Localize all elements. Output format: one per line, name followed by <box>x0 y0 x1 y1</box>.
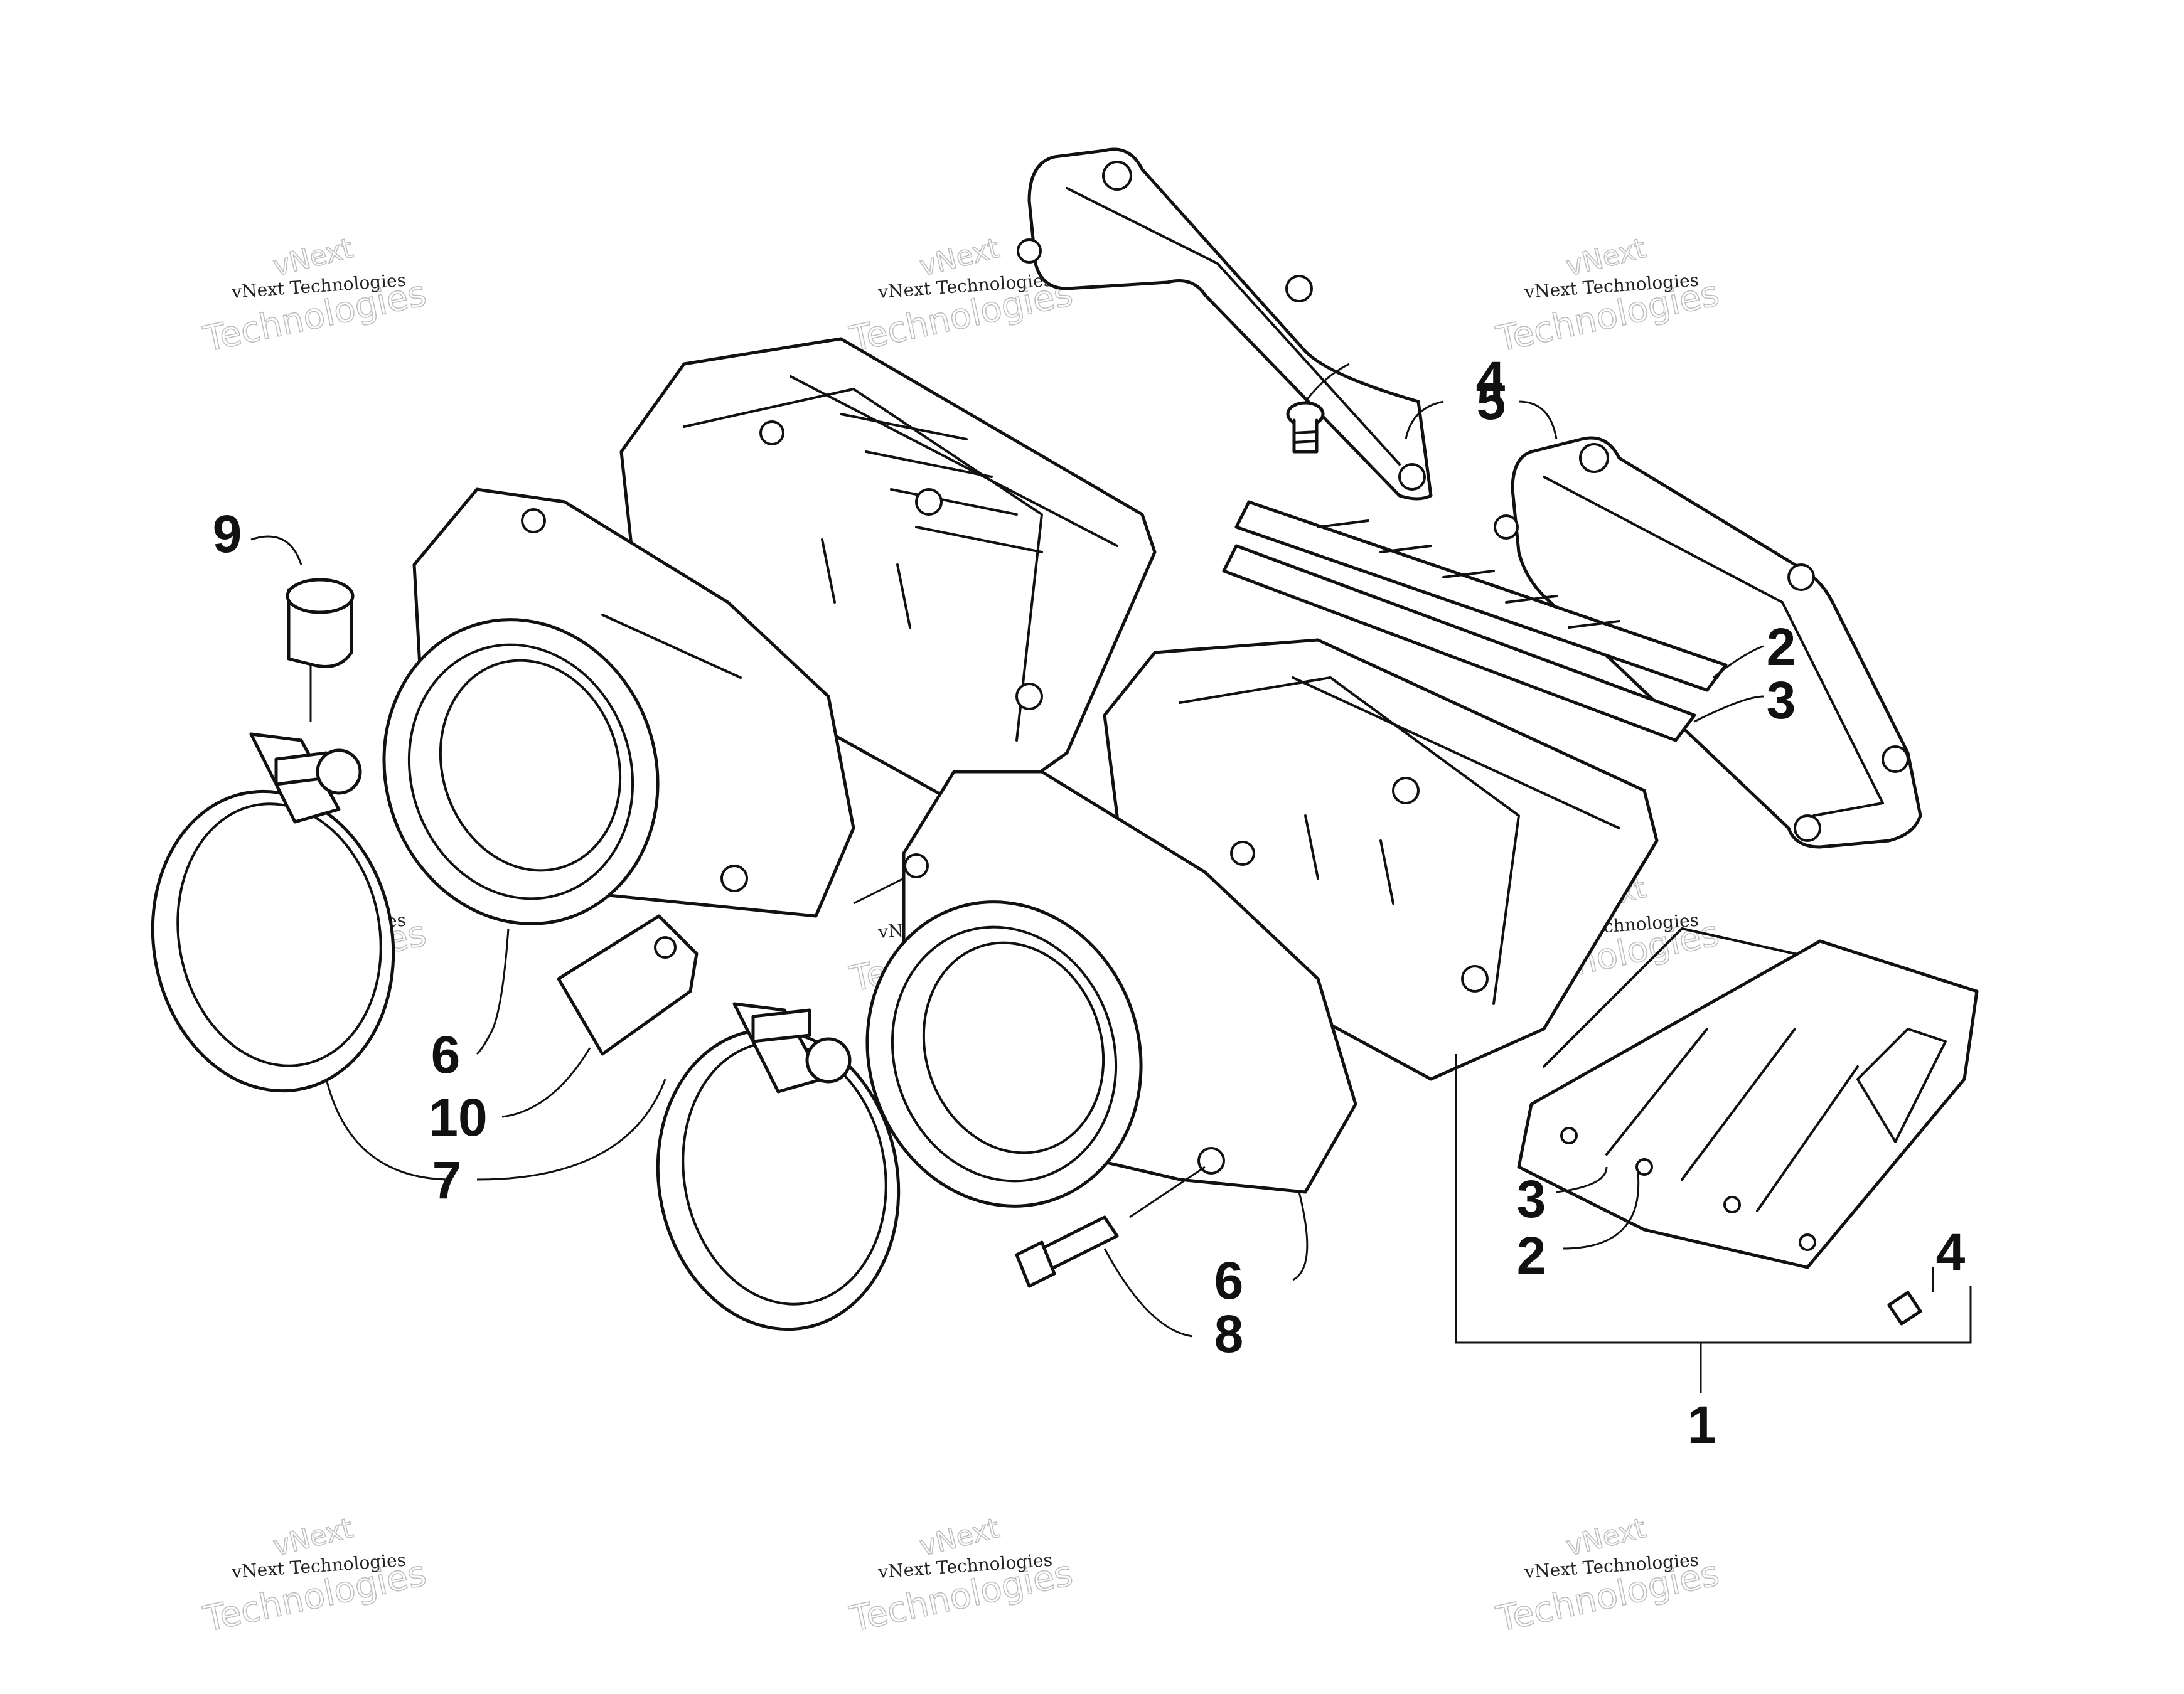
callout-8: 8 <box>1214 1304 1244 1363</box>
intake-boot-lower <box>865 770 1357 1208</box>
callout-labels: 1 2 3 4 5 9 6 10 7 8 6 3 2 4 <box>213 351 1966 1454</box>
watermark: vNext vNext Technologies Technologies <box>200 1511 431 1640</box>
gasket-part-5-lower <box>1494 436 1922 849</box>
intake-boot-upper <box>382 487 855 925</box>
watermark: vNext vNext Technologies Technologies <box>846 1511 1077 1640</box>
callout-5: 5 <box>1477 371 1506 430</box>
callout-4-lower: 4 <box>1936 1223 1966 1282</box>
callout-1: 1 <box>1688 1395 1717 1454</box>
spacer-part-9 <box>286 578 355 668</box>
watermark: vNext vNext Technologies Technologies <box>1492 232 1723 360</box>
callout-3-lower: 3 <box>1517 1169 1546 1228</box>
callout-9: 9 <box>213 504 242 563</box>
hose-clamp-upper <box>151 732 395 1093</box>
callout-2-lower: 2 <box>1517 1226 1546 1285</box>
screw-part-4-upper <box>1286 401 1325 454</box>
screw-part-4-lower <box>1887 1291 1922 1326</box>
callout-7: 7 <box>432 1151 462 1210</box>
callout-2-upper: 2 <box>1767 617 1796 676</box>
callout-3-upper: 3 <box>1767 671 1796 730</box>
gasket-part-5-upper <box>1017 147 1433 501</box>
callout-10: 10 <box>429 1088 487 1147</box>
watermark: vNext vNext Technologies Technologies <box>1492 1511 1723 1640</box>
callout-6-right: 6 <box>1214 1251 1244 1310</box>
reed-petal-plate-lower <box>1517 927 1979 1269</box>
bracket-part-10 <box>557 914 699 1056</box>
reed-petal-plate-upper <box>1222 500 1728 742</box>
callout-6-left: 6 <box>431 1025 461 1084</box>
callout-4-upper: 4 <box>1476 351 1506 410</box>
leader-lines <box>250 363 1972 1393</box>
hose-clamp-lower <box>656 1002 901 1331</box>
watermark: vNext vNext Technologies Technologies <box>200 232 431 360</box>
bolt-part-8 <box>1015 1215 1119 1288</box>
